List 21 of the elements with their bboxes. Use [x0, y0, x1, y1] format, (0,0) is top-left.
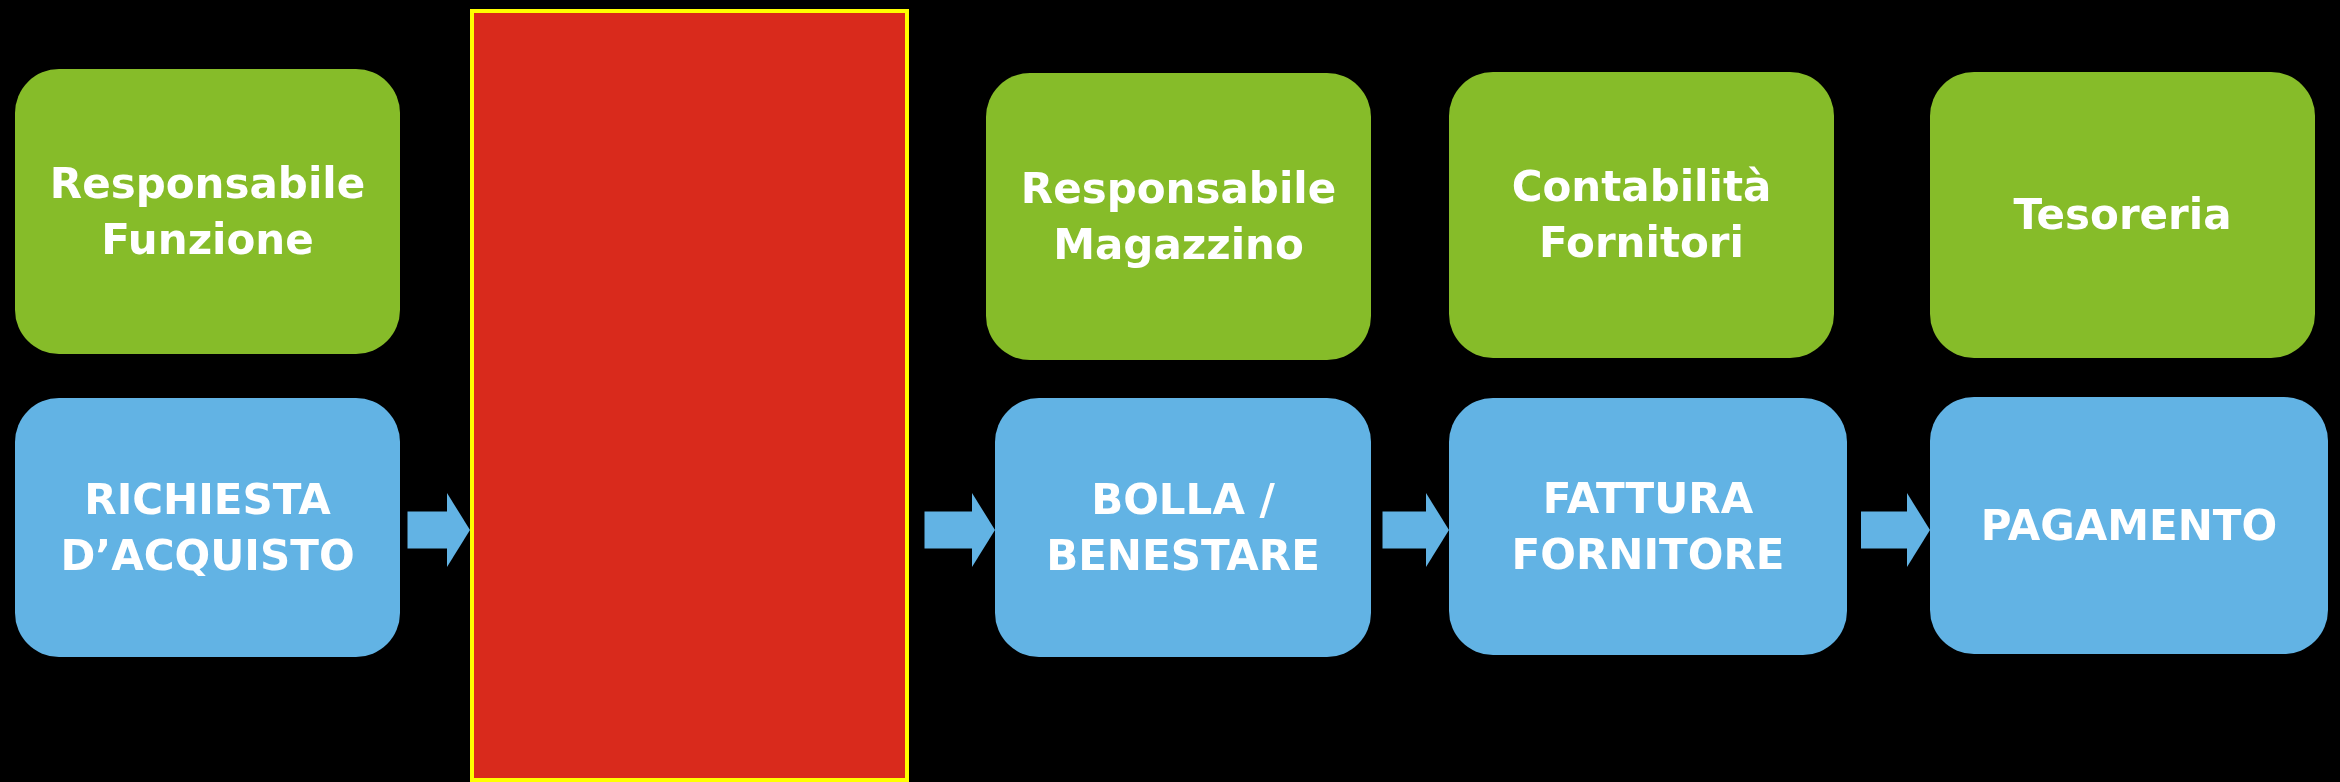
arrow [407, 493, 470, 567]
box-block [470, 9, 909, 782]
arrow [1861, 493, 1930, 567]
process-box [15, 398, 400, 657]
box-label: PAGAMENTO [1979, 499, 2279, 552]
role-box [986, 73, 1371, 360]
arrow [924, 493, 995, 567]
box-label: RICHIESTA D’ACQUISTO [59, 473, 356, 582]
role-box [1449, 72, 1834, 358]
box-label: FATTURA FORNITORE [1510, 472, 1786, 581]
box-label: Responsabile Magazzino [1019, 162, 1338, 271]
process-box [1930, 397, 2328, 654]
box-label: Tesoreria [2012, 189, 2233, 241]
process-box [995, 398, 1371, 657]
process-box [1449, 398, 1847, 655]
role-box [15, 69, 400, 354]
box-label: Responsabile Funzione [48, 157, 367, 266]
box-label: BOLLA / BENESTARE [1045, 473, 1321, 582]
box-label: Contabilità Fornitori [1510, 161, 1773, 269]
arrow [1382, 493, 1449, 567]
role-box [1930, 72, 2315, 358]
